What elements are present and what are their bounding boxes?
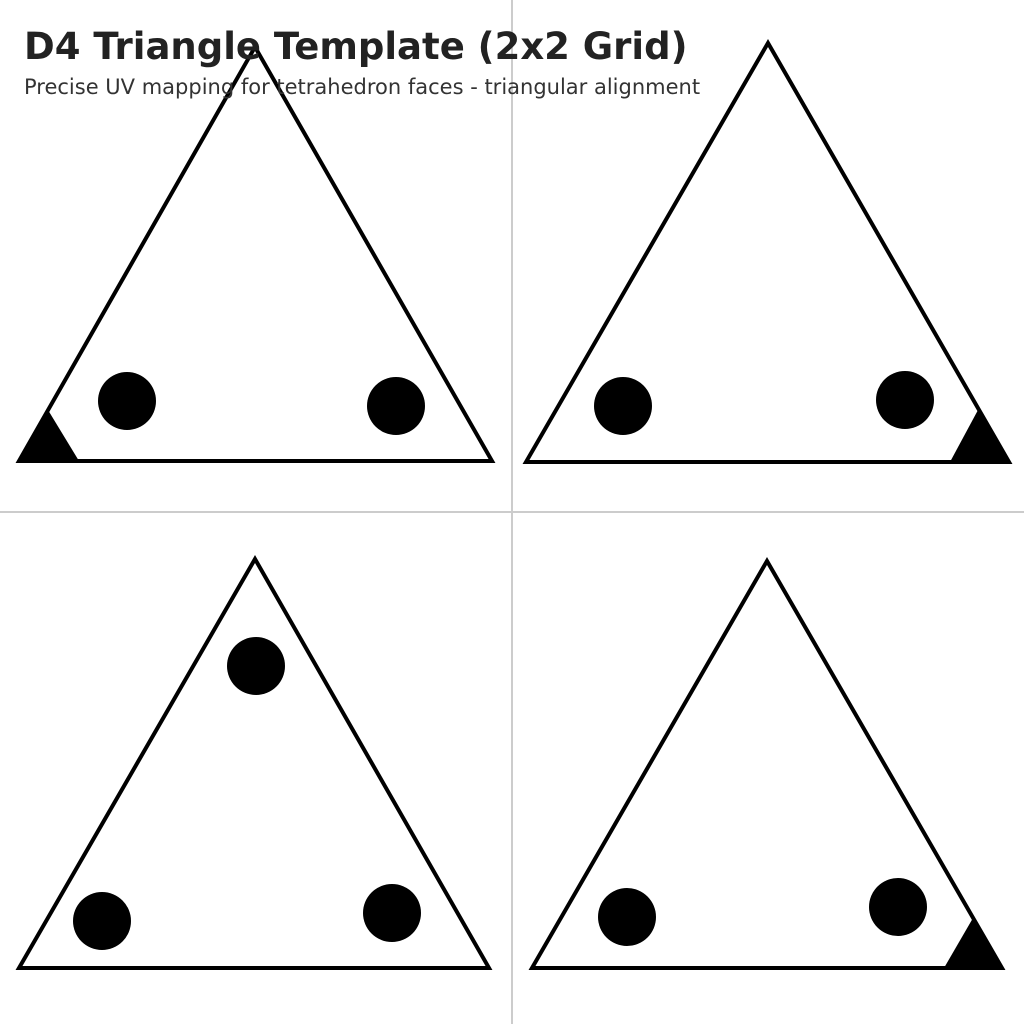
face-1-pip [367, 377, 425, 435]
face-3-triangle [15, 554, 493, 970]
face-3-pip [227, 637, 285, 695]
face-4 [528, 557, 1006, 970]
face-4-pip [869, 878, 927, 936]
face-4-pip [598, 888, 656, 946]
face-3-pip [363, 884, 421, 942]
face-2-corner-marker [950, 410, 1009, 462]
face-1 [15, 42, 496, 463]
face-2 [522, 38, 1013, 464]
face-2-pip [594, 377, 652, 435]
face-1-pip [98, 372, 156, 430]
page-subtitle: Precise UV mapping for tetrahedron faces… [24, 75, 701, 99]
face-1-triangle [15, 42, 496, 463]
face-1-corner-marker [19, 410, 79, 461]
face-3 [15, 554, 493, 970]
page-title: D4 Triangle Template (2x2 Grid) [24, 25, 688, 68]
face-4-triangle [528, 557, 1006, 970]
face-3-pip [73, 892, 131, 950]
face-2-pip [876, 371, 934, 429]
face-2-triangle [522, 38, 1013, 464]
face-4-corner-marker [944, 918, 1002, 968]
